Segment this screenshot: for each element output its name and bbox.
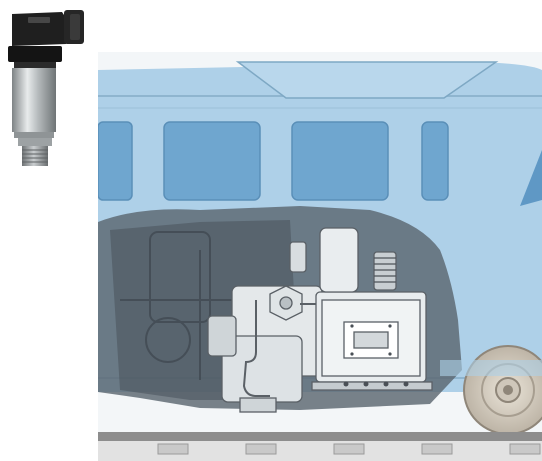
machinery-unit (207, 227, 433, 413)
railway-track (98, 432, 542, 461)
train-wheel (463, 345, 542, 435)
train-bogie-cutaway-illustration (98, 52, 542, 461)
machinery-bolts (343, 324, 409, 387)
pressure-transmitter-icon (8, 10, 84, 166)
train-windows (98, 121, 449, 201)
